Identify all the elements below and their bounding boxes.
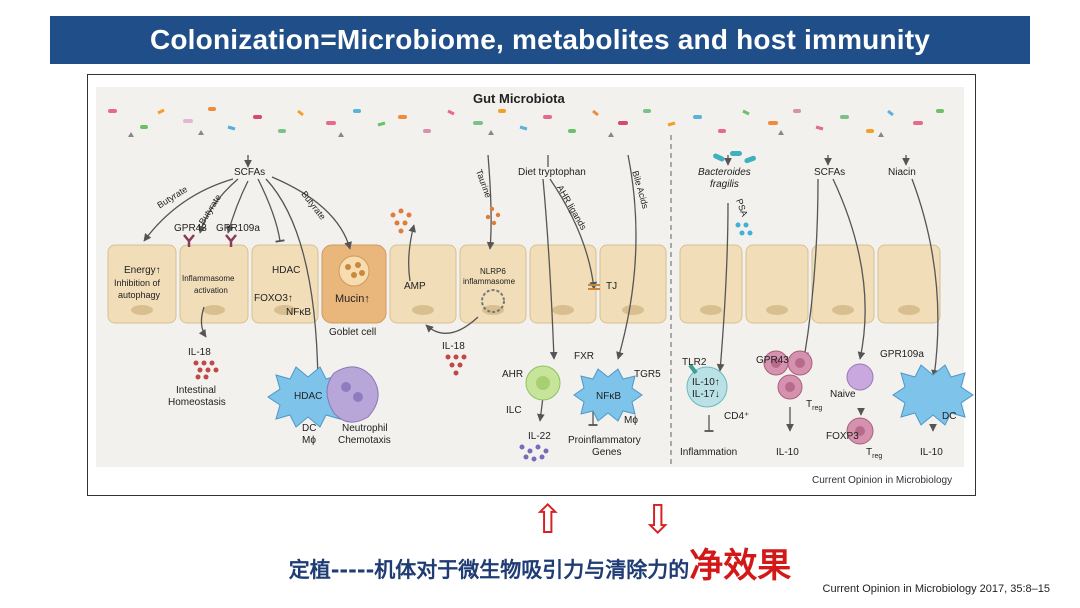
figure-panel: Gut Microbiota SCFAs Butyrate Butyrate B… <box>87 74 976 496</box>
dc-hdac-label: HDAC <box>294 391 323 402</box>
chemotaxis-label: Chemotaxis <box>338 435 391 446</box>
gpr109a-label: GPR109a <box>216 223 260 234</box>
nlrp6-label: NLRP6 <box>480 267 506 276</box>
naive-label: Naive <box>830 389 856 400</box>
dc-label-right: DC <box>942 411 957 422</box>
fragilis-label: fragilis <box>710 179 739 190</box>
bacteroides-label: Bacteroides <box>698 167 751 178</box>
caption: 定植-----机体对于微生物吸引力与清除力的净效果 <box>0 538 1080 587</box>
epithelium-nuclei <box>131 305 920 315</box>
nlrp6-ring <box>481 289 505 313</box>
hdac-cell-label: HDAC <box>272 265 301 276</box>
dc-cell-middle <box>573 368 643 422</box>
citation: Current Opinion in Microbiology 2017, 35… <box>822 583 1050 595</box>
diet-tryptophan-label: Diet tryptophan <box>518 167 586 178</box>
nlrp6-inflammasome-label: inflammasome <box>463 277 516 286</box>
niacin-label: Niacin <box>888 167 916 178</box>
scfas-label-right: SCFAs <box>814 167 846 178</box>
caption-emphasis: 净效果 <box>689 546 792 586</box>
nfkb-label-middle: NFκB <box>596 391 621 402</box>
il18-label-middle: IL-18 <box>442 341 465 352</box>
gpr43-label-right: GPR43 <box>756 355 789 366</box>
slide-title: Colonization=Microbiome, metabolites and… <box>50 16 1030 64</box>
cd4-label: CD4⁺ <box>724 411 750 422</box>
homeostasis-label: Homeostasis <box>168 397 226 408</box>
psa-dots <box>735 222 753 236</box>
il10-label-right: IL-10 <box>776 447 799 458</box>
inflammasome-label: Inflammasome <box>182 274 235 283</box>
energy-label: Energy↑ <box>124 265 161 276</box>
treg-label-2: Treg <box>866 447 883 460</box>
autophagy-label: autophagy <box>118 290 161 300</box>
arrow-down-icon: ⇩ <box>641 497 675 543</box>
cd4-cell <box>686 366 728 408</box>
intestinal-label: Intestinal <box>176 385 217 396</box>
mucin-label: Mucin↑ <box>335 293 370 305</box>
gpr43-receptor <box>183 234 195 247</box>
nfkb-label-left: NFκB <box>286 307 311 318</box>
dc-cell-right <box>892 364 974 426</box>
neutrophil-cell <box>326 366 379 423</box>
il10-up-label: IL-10↑ <box>692 377 720 388</box>
gpr109a-label-right: GPR109a <box>880 349 924 360</box>
fxr-label: FXR <box>574 351 594 362</box>
ilc-label: ILC <box>506 405 522 416</box>
caption-main: 定植-----机体对于微生物吸引力与清除力的 <box>288 558 690 582</box>
tgr5-label: TGR5 <box>634 369 661 380</box>
gpr109a-receptor <box>225 234 237 247</box>
il17-down-label: IL-17↓ <box>692 389 720 400</box>
tlr2-receptor <box>688 363 698 375</box>
arrow-up-icon: ⇧ <box>531 497 565 543</box>
pathway-diagram <box>96 87 974 467</box>
inhibition-label: Inhibition of <box>114 278 161 288</box>
treg-label-1: Treg <box>806 399 823 412</box>
naive-cell <box>846 363 874 391</box>
foxp3-label: FOXP3 <box>826 431 859 442</box>
il10-label-far-right: IL-10 <box>920 447 943 458</box>
genes-label: Genes <box>592 447 622 458</box>
dc-label-left: DC <box>302 423 317 434</box>
bacteroides-rods <box>713 151 756 164</box>
figure-title: Gut Microbiota <box>473 91 565 106</box>
tj-label: TJ <box>606 281 618 292</box>
mphi-label-middle: Mϕ <box>624 415 638 426</box>
mphi-label-left: Mϕ <box>302 435 316 446</box>
il18-dots <box>193 354 467 380</box>
microbe-band <box>108 107 944 137</box>
il22-dots <box>519 444 549 462</box>
il18-label-left: IL-18 <box>188 347 211 358</box>
foxo3-label: FOXO3↑ <box>254 293 293 304</box>
inflammation-label: Inflammation <box>680 447 738 458</box>
neutrophil-label: Neutrophil <box>342 423 388 434</box>
gpr43-label: GPR43 <box>174 223 207 234</box>
proinflammatory-label: Proinflammatory <box>568 435 641 446</box>
activation-label: activation <box>194 286 228 295</box>
goblet-label: Goblet cell <box>329 327 377 338</box>
scfas-label-left: SCFAs <box>234 167 266 178</box>
amp-label: AMP <box>404 281 426 292</box>
pathway-arrows <box>143 154 939 432</box>
il22-label: IL-22 <box>528 431 551 442</box>
amp-dots <box>390 206 501 234</box>
ahr-label: AHR <box>502 369 524 380</box>
figure-source: Current Opinion in Microbiology <box>812 475 953 486</box>
tlr2-label: TLR2 <box>682 357 707 368</box>
